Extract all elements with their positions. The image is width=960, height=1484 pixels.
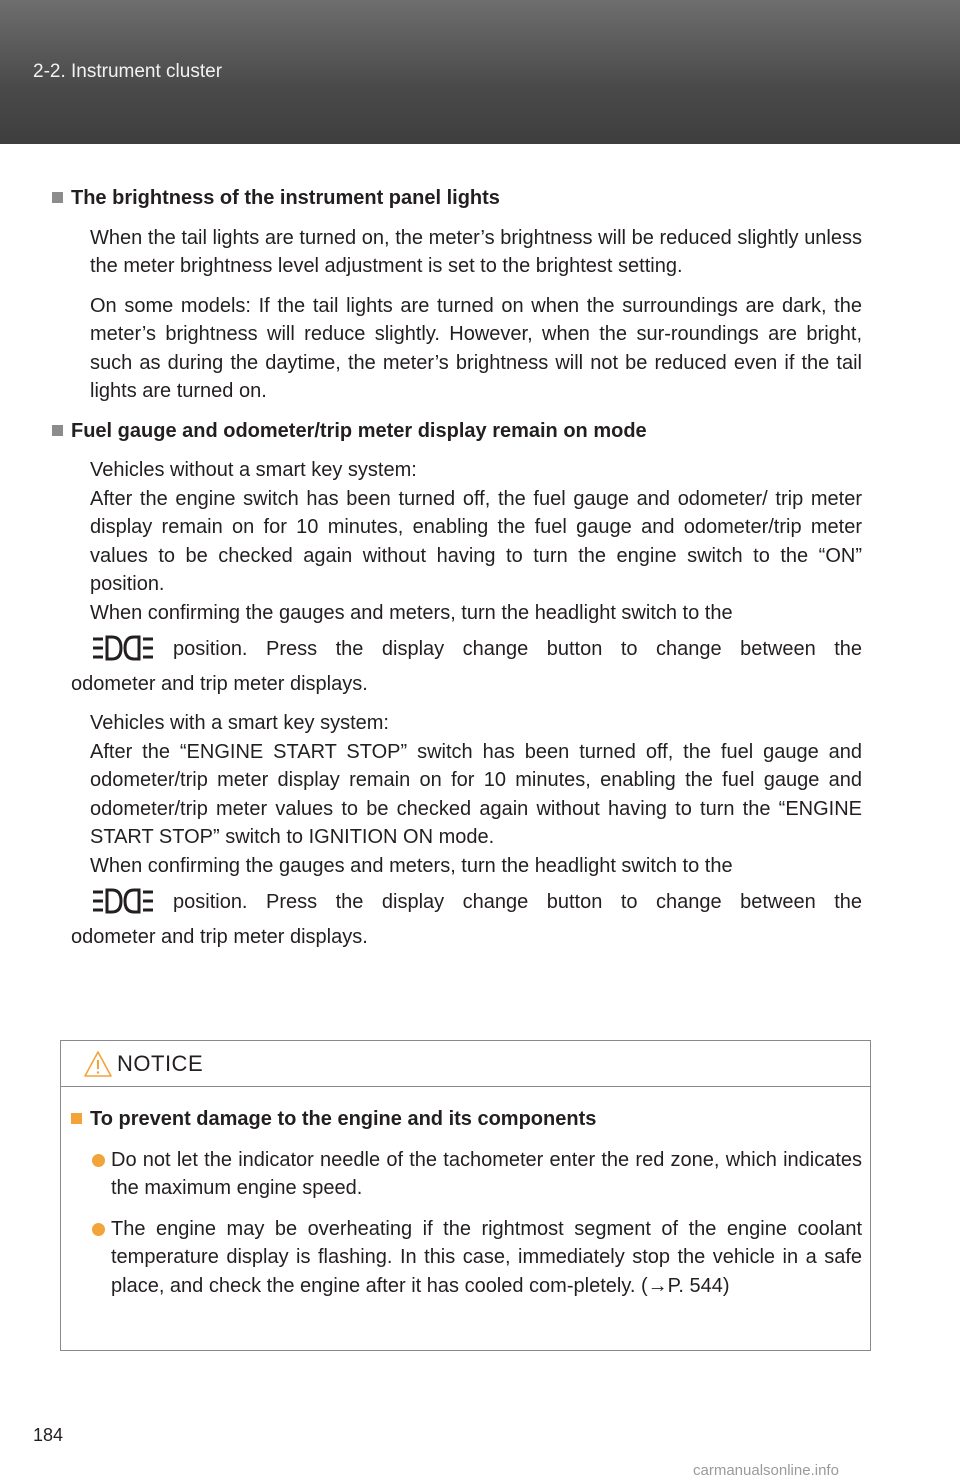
paragraph: After the engine switch has been turned … [90,487,862,596]
headlight-icon [93,888,153,914]
heading-square-icon [71,1113,82,1124]
paragraph: When confirming the gauges and meters, t… [90,854,733,877]
page-header: 2-2. Instrument cluster [0,0,960,144]
heading-square-icon [52,424,63,436]
headlight-instruction-line: position. Press the display change butto… [90,888,862,917]
paragraph: After the “ENGINE START STOP” switch has… [90,740,862,849]
notice-heading: To prevent damage to the engine and its … [71,1105,862,1134]
paragraph: On some models: If the tail lights are t… [90,294,862,403]
smart-key-absent-block: Vehicles without a smart key system: Aft… [71,456,862,698]
bullet-dot-icon [92,1222,105,1236]
smart-key-present-block: Vehicles with a smart key system: After … [71,709,862,951]
notice-title: NOTICE [117,1051,204,1076]
notice-body: To prevent damage to the engine and its … [71,1105,862,1312]
page-number: 184 [33,1425,64,1445]
notice-bullet: Do not let the indicator needle of the t… [71,1146,862,1203]
paragraph: odometer and trip meter displays. [71,925,368,948]
bullet-dot-icon [92,1153,105,1167]
notice-title-bar: NOTICE [61,1041,870,1087]
paragraph: odometer and trip meter displays. [71,672,368,695]
warning-triangle-icon [84,1051,112,1077]
headlight-icon [93,635,153,661]
headlight-instruction-line: position. Press the display change butto… [90,635,862,664]
heading-square-icon [52,192,63,203]
section-title: 2-2. Instrument cluster [33,61,223,82]
vehicle-type-label: Vehicles with a smart key system: [90,712,389,734]
notice-box: NOTICE To prevent damage to the engine a… [60,1040,871,1351]
notice-bullet: The engine may be overheating if the rig… [71,1215,862,1301]
vehicle-type-label: Vehicles without a smart key system: [90,459,417,481]
main-content: The brightness of the instrument panel l… [52,184,862,962]
section-heading-brightness: The brightness of the instrument panel l… [52,184,862,213]
paragraph: When confirming the gauges and meters, t… [90,601,733,624]
section-heading-fuel-gauge: Fuel gauge and odometer/trip meter displ… [52,417,862,446]
paragraph: When the tail lights are turned on, the … [90,226,862,278]
watermark: carmanualsonline.info [693,1462,839,1479]
